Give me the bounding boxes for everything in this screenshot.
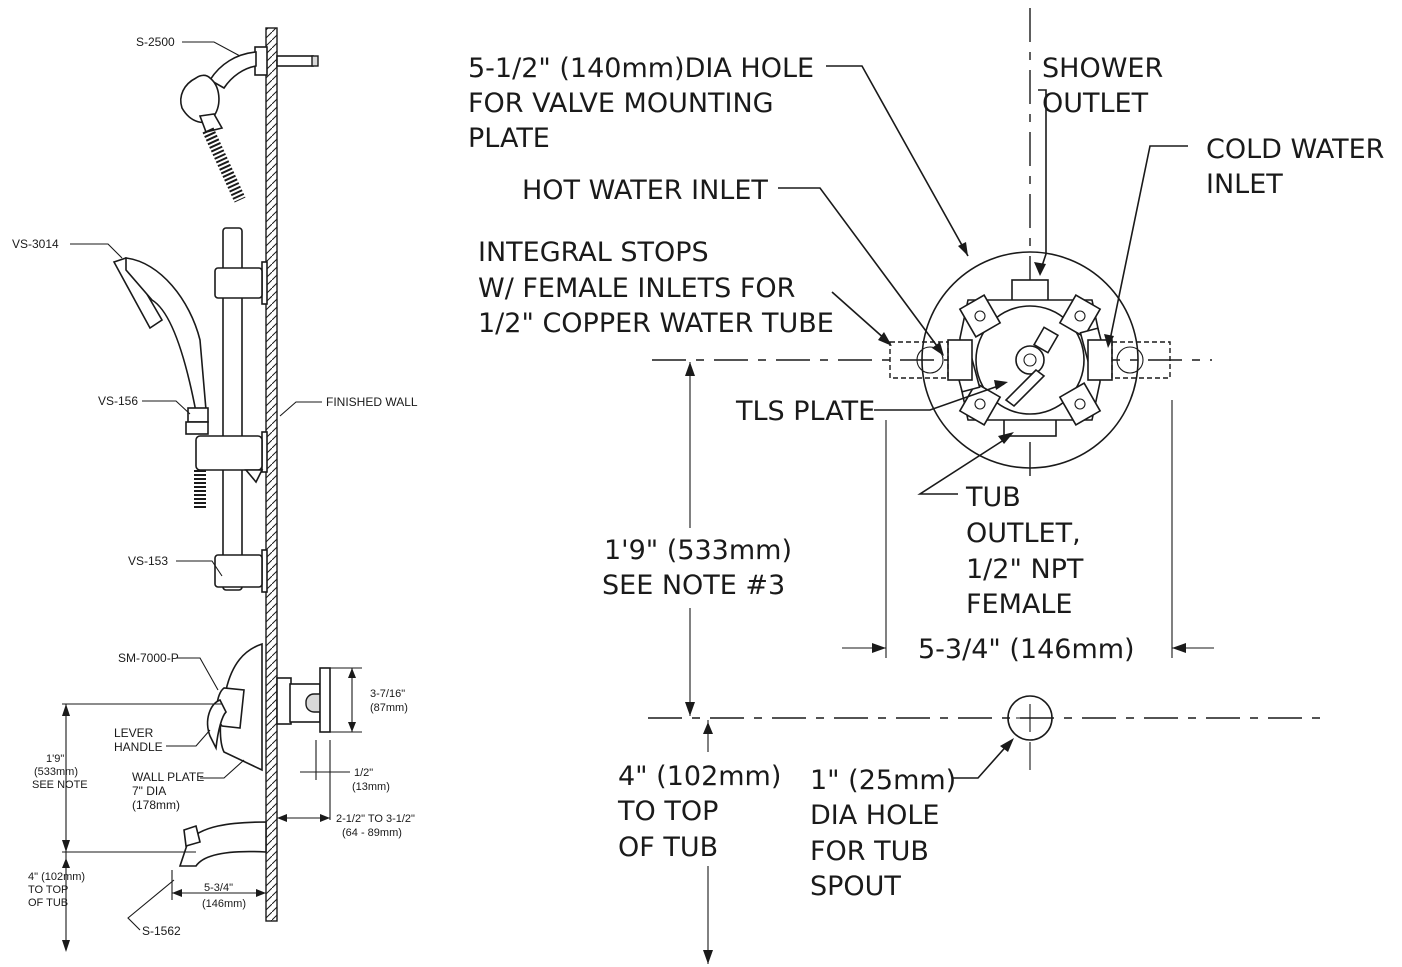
left-dim-4-label-3: OF TUB (28, 897, 68, 909)
tub-outlet-label-4: FEMALE (966, 589, 1072, 620)
spout-hole-label-1: 1" (25mm) (810, 765, 956, 796)
vs156-label: VS-156 (98, 394, 138, 408)
spout-hole-label-2: DIA HOLE (810, 800, 939, 831)
dim-1-9-label-2: SEE NOTE #3 (602, 570, 785, 601)
left-dim-1-9-label-2: (533mm) (34, 766, 78, 778)
integral-stops (889, 341, 1171, 379)
dim-2-1-2-label-1: 2-1/2" TO 3-1/2" (336, 813, 415, 825)
wall-plate-label-3: (178mm) (132, 798, 180, 812)
finished-wall-label: FINISHED WALL (326, 395, 418, 409)
tub-spout-s1562 (178, 821, 267, 867)
vs3014-label: VS-3014 (12, 237, 59, 251)
dim-4-label-2: TO TOP (617, 796, 718, 827)
left-dim-4-label-2: TO TOP (28, 884, 68, 896)
shower-outlet-label-2: OUTLET (1042, 88, 1149, 119)
valve-hole-label-1: 5-1/2" (140mm)DIA HOLE (468, 53, 814, 84)
shower-arm-s2500 (180, 46, 319, 203)
valve-body (947, 279, 1113, 437)
integral-stops-label-1: INTEGRAL STOPS (478, 237, 709, 268)
tls-plate-label: TLS PLATE (735, 396, 875, 427)
valve-hole-label-3: PLATE (468, 123, 550, 154)
dim-4-label-3: OF TUB (618, 832, 718, 863)
vs153-label: VS-153 (128, 554, 168, 568)
left-dim-5-3-4-label-1: 5-3/4" (204, 882, 233, 894)
shower-outlet-label-1: SHOWER (1042, 53, 1163, 84)
tub-outlet-label-1: TUB (965, 482, 1021, 513)
dim-1-2-label-2: (13mm) (352, 781, 390, 793)
integral-stops-label-3: 1/2" COPPER WATER TUBE (478, 308, 834, 339)
slide-bar (195, 227, 268, 593)
valve-hole-label-2: FOR VALVE MOUNTING (468, 88, 774, 119)
sm7000p-label: SM-7000-P (118, 651, 179, 665)
lever-handle-label-1: LEVER (114, 726, 154, 740)
tub-outlet-label-3: 1/2" NPT (966, 554, 1084, 585)
left-labels: S-2500 VS-3014 VS-156 FINISHED WALL VS-1… (12, 35, 418, 938)
s1562-label: S-1562 (142, 924, 181, 938)
dim-3-7-16-label-2: (87mm) (370, 702, 408, 714)
right-labels: 5-1/2" (140mm)DIA HOLE FOR VALVE MOUNTIN… (468, 53, 1384, 902)
valve-mounting-hole (921, 251, 1139, 469)
tub-outlet-label-2: OUTLET, (966, 518, 1081, 549)
finished-wall (265, 27, 278, 922)
dim-1-2-label-1: 1/2" (354, 767, 373, 779)
dim-4-label-1: 4" (102mm) (618, 761, 781, 792)
left-dim-1-9-label-1: 1'9" (46, 753, 64, 765)
hot-inlet-label: HOT WATER INLET (522, 175, 768, 206)
valve-trim-sm7000p (206, 642, 331, 772)
dim-1-9-label-1: 1'9" (533mm) (604, 535, 792, 566)
left-dim-1-9-label-3: SEE NOTE (32, 779, 88, 791)
spout-hole-label-4: SPOUT (810, 871, 901, 902)
left-leader-lines (70, 41, 322, 931)
s2500-label: S-2500 (136, 35, 175, 49)
right-front-view: 5-1/2" (140mm)DIA HOLE FOR VALVE MOUNTIN… (12, 8, 1384, 964)
spout-hole-label-3: FOR TUB (810, 836, 929, 867)
integral-stops-label-2: W/ FEMALE INLETS FOR (478, 273, 795, 304)
right-dimension-lines (685, 362, 1214, 964)
left-dim-4-label-1: 4" (102mm) (28, 871, 85, 883)
dim-3-7-16-label-1: 3-7/16" (370, 688, 405, 700)
tub-spout-hole (1007, 695, 1053, 770)
wall-plate-label-2: 7" DIA (132, 784, 166, 798)
right-leader-lines (778, 65, 1188, 779)
left-elevation-view (62, 27, 362, 952)
cold-inlet-label-2: INLET (1206, 169, 1283, 200)
left-dimension-lines (62, 667, 362, 952)
left-dim-5-3-4-label-2: (146mm) (202, 898, 246, 910)
hand-shower-vs3014 (112, 257, 209, 510)
dim-5-3-4-label: 5-3/4" (146mm) (918, 634, 1135, 665)
wall-plate-label-1: WALL PLATE (132, 770, 204, 784)
lever-handle-label-2: HANDLE (114, 740, 163, 754)
cold-inlet-label-1: COLD WATER (1206, 134, 1384, 165)
dim-2-1-2-label-2: (64 - 89mm) (342, 827, 402, 839)
